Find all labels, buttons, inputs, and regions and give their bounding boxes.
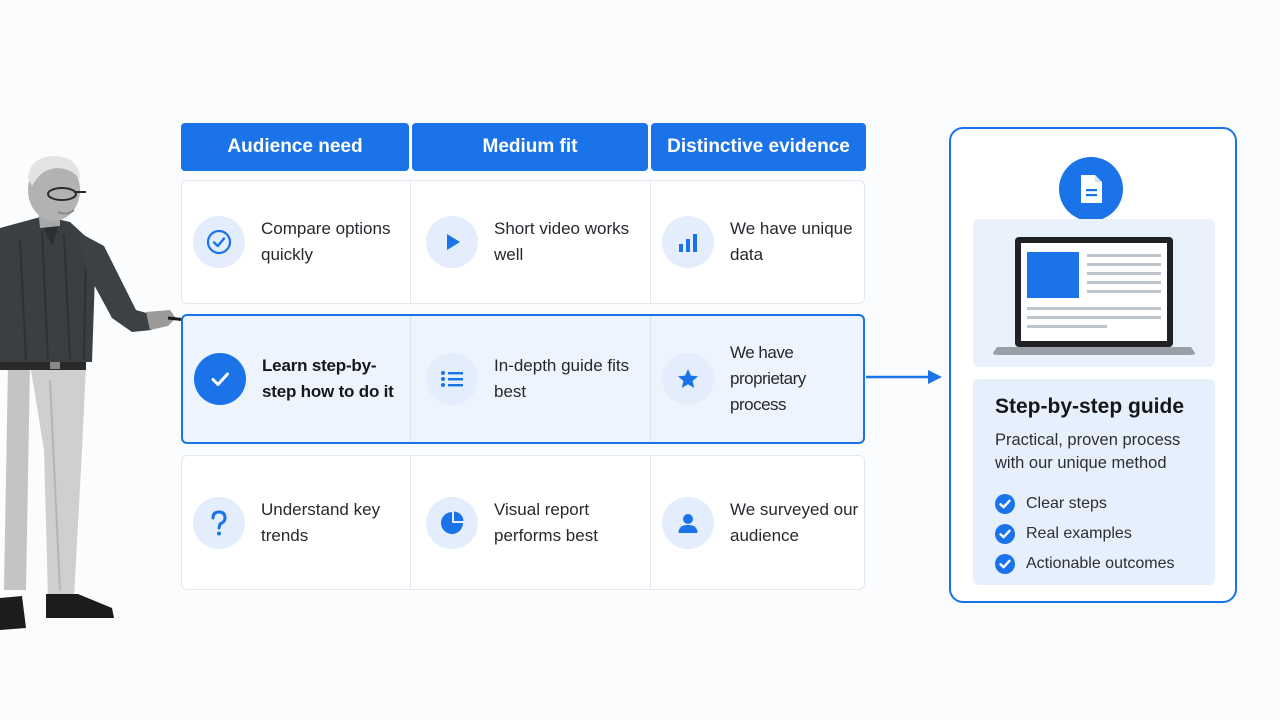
benefit-label: Real examples xyxy=(1026,525,1132,542)
medium-fit-text: In-depth guide fits best xyxy=(494,356,630,401)
check-circle-icon xyxy=(995,524,1015,544)
list-item: Real examples xyxy=(995,519,1215,549)
evidence-text: We have proprietary process xyxy=(730,343,806,414)
person-icon xyxy=(662,496,714,549)
column-header-medium-fit: Medium fit xyxy=(412,123,648,171)
result-title: Step-by-step guide xyxy=(995,395,1185,418)
table-row-highlighted: Learn step-by-step how to do it In-depth… xyxy=(181,314,865,444)
column-header-distinctive-evidence: Distinctive evidence xyxy=(651,123,866,171)
table-row: Understand key trends Visual report perf… xyxy=(181,455,865,590)
arrow-right-icon xyxy=(866,370,942,384)
benefit-label: Actionable outcomes xyxy=(1026,555,1175,572)
medium-fit-text: Short video works well xyxy=(494,219,630,264)
star-icon xyxy=(662,353,714,405)
result-panel: Step-by-step guide Practical, proven pro… xyxy=(949,127,1237,603)
column-header-audience-need: Audience need xyxy=(181,123,409,171)
question-icon xyxy=(193,496,245,549)
audience-need-text: Understand key trends xyxy=(261,499,381,545)
benefit-list: Clear steps Real examples Actionable out… xyxy=(995,489,1215,579)
audience-need-text: Learn step-by-step how to do it xyxy=(262,356,394,401)
check-icon xyxy=(194,353,246,405)
check-circle-icon xyxy=(995,554,1015,574)
laptop-icon xyxy=(973,219,1215,367)
evidence-text: We surveyed our audience xyxy=(730,499,859,545)
result-card: Step-by-step guide Practical, proven pro… xyxy=(973,379,1215,585)
pie-chart-icon xyxy=(426,496,478,549)
table-row: Compare options quickly Short video work… xyxy=(181,180,865,304)
list-item: Clear steps xyxy=(995,489,1215,519)
check-circle-icon xyxy=(193,216,245,268)
evidence-text: We have unique data xyxy=(730,219,853,264)
audience-need-text: Compare options quickly xyxy=(261,219,391,264)
document-icon xyxy=(1059,157,1123,221)
check-circle-icon xyxy=(995,494,1015,514)
presenter-figure xyxy=(0,156,205,630)
result-description: Practical, proven process with our uniqu… xyxy=(995,431,1181,472)
benefit-label: Clear steps xyxy=(1026,495,1107,512)
play-icon xyxy=(426,216,478,268)
bar-chart-icon xyxy=(662,216,714,268)
list-icon xyxy=(426,353,478,405)
list-item: Actionable outcomes xyxy=(995,549,1215,579)
medium-fit-text: Visual report performs best xyxy=(494,499,598,545)
